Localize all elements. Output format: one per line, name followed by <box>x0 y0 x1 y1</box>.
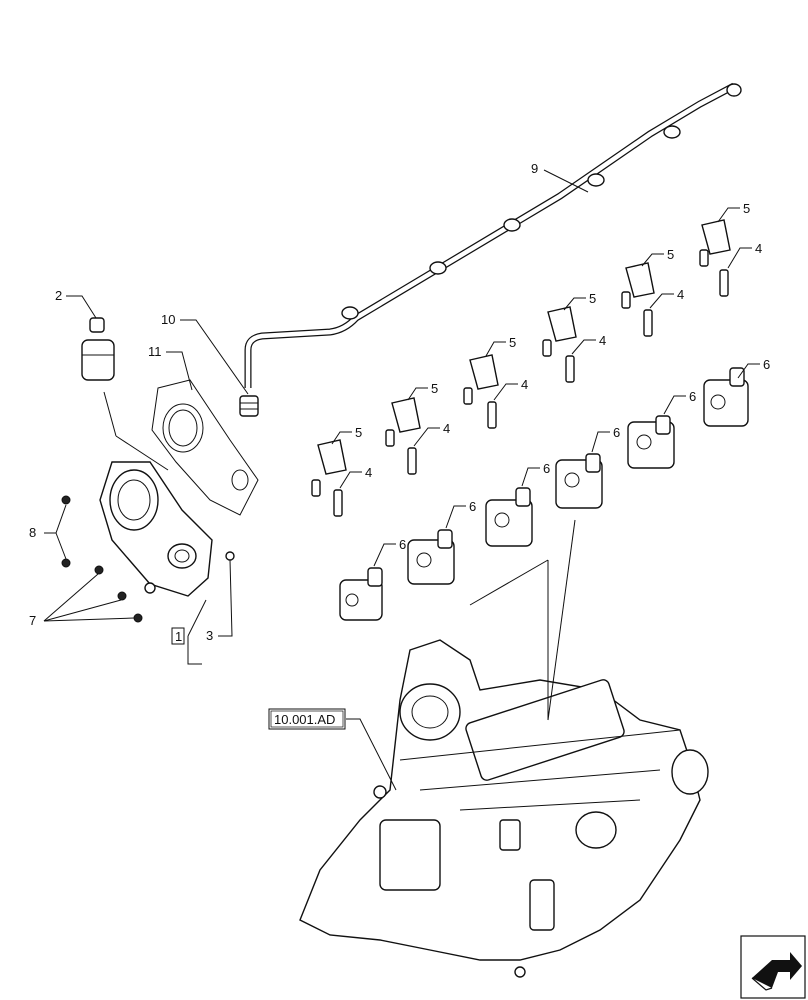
leader-lines <box>43 169 760 791</box>
injector <box>485 487 533 547</box>
filter-cap <box>81 317 115 381</box>
injector <box>627 415 675 469</box>
callout-3: 3 <box>206 628 213 643</box>
callout-4: 4 <box>521 377 528 392</box>
callout-6: 6 <box>399 537 406 552</box>
callout-6: 6 <box>613 425 620 440</box>
callout-5: 5 <box>667 247 674 262</box>
callout-6: 6 <box>763 357 770 372</box>
clip-screws <box>311 249 729 517</box>
callout-6: 6 <box>543 461 550 476</box>
callout-5: 5 <box>743 201 750 216</box>
next-page-arrow-icon[interactable] <box>740 935 806 999</box>
gasket <box>151 379 259 516</box>
pump-housing <box>99 461 213 597</box>
callout-5: 5 <box>509 335 516 350</box>
callout-8: 8 <box>29 525 36 540</box>
callout-4: 4 <box>755 241 762 256</box>
callout-5: 5 <box>355 425 362 440</box>
fuel-fitting <box>239 395 259 417</box>
callout-4: 4 <box>677 287 684 302</box>
injector <box>407 529 455 585</box>
injector <box>703 367 749 427</box>
engine-assembly <box>299 639 709 978</box>
reference-link[interactable]: 10.001.AD <box>268 708 346 730</box>
callout-11: 11 <box>148 344 162 359</box>
injector <box>555 453 603 509</box>
rail-clamps <box>341 83 742 320</box>
bolts <box>61 495 235 623</box>
callout-5: 5 <box>431 381 438 396</box>
injector <box>339 567 383 621</box>
callout-4: 4 <box>443 421 450 436</box>
callout-10: 10 <box>161 312 175 327</box>
callout-9: 9 <box>531 161 538 176</box>
reference-label[interactable]: 10.001.AD <box>274 712 335 727</box>
callout-2: 2 <box>55 288 62 303</box>
callout-6: 6 <box>469 499 476 514</box>
callout-1: 1 <box>175 629 182 644</box>
fuel-rail <box>244 82 742 388</box>
injector-clips <box>317 219 731 475</box>
injectors <box>339 367 749 621</box>
callout-7: 7 <box>29 613 36 628</box>
callout-6: 6 <box>689 389 696 404</box>
callout-5: 5 <box>589 291 596 306</box>
callout-4: 4 <box>365 465 372 480</box>
callout-4: 4 <box>599 333 606 348</box>
callout-labels: 9 10 11 2 8 7 3 1 5 5 5 5 5 5 4 4 4 4 4 … <box>29 161 770 645</box>
